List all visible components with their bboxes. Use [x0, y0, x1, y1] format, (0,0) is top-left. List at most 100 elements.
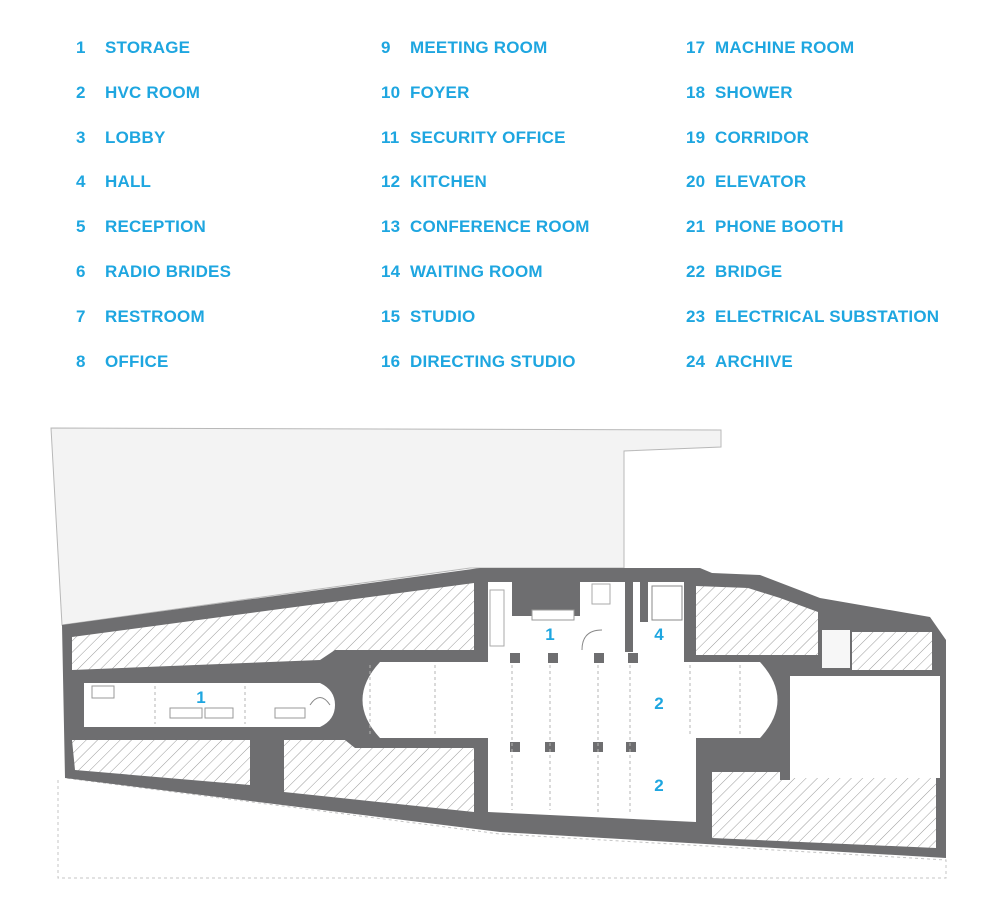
legend-label: STUDIO — [410, 306, 476, 326]
room-label-hvc-room: 2 — [654, 694, 664, 713]
legend-item: 8 OFFICE — [76, 352, 231, 397]
partition-wall — [474, 580, 486, 662]
hatched-mass — [852, 632, 932, 670]
legend-label: BRIDGE — [715, 261, 783, 281]
legend-number: 12 — [381, 172, 401, 192]
legend-number: 19 — [686, 127, 706, 147]
legend-number: 3 — [76, 127, 86, 147]
legend-item: 24 ARCHIVE — [686, 352, 939, 397]
legend-number: 23 — [686, 306, 706, 326]
legend-item: 17 MACHINE ROOM — [686, 38, 939, 83]
legend-number: 11 — [381, 127, 400, 147]
legend-label: MEETING ROOM — [410, 38, 548, 57]
legend-label: PHONE BOOTH — [715, 217, 844, 237]
door-swing — [581, 629, 603, 651]
legend-number: 5 — [76, 217, 86, 237]
legend-label: RADIO BRIDES — [105, 261, 232, 281]
room-label-hall: 4 — [654, 625, 664, 644]
legend-item: 2 HVC ROOM — [76, 83, 231, 128]
legend-label: LOBBY — [105, 127, 166, 147]
legend-label: ARCHIVE — [715, 351, 793, 371]
column — [593, 742, 603, 752]
legend-number: 18 — [686, 82, 706, 102]
legend-label: SECURITY OFFICE — [410, 127, 566, 147]
legend-number: 4 — [76, 172, 86, 192]
storage-corridor-floor — [84, 683, 335, 727]
fixture — [591, 583, 611, 605]
lower-hall-floor — [488, 738, 696, 822]
fixture — [531, 609, 575, 621]
bench — [204, 707, 234, 719]
legend-number: 2 — [76, 82, 86, 102]
partition-wall — [250, 727, 262, 782]
legend-item: 4 HALL — [76, 172, 231, 217]
legend-number: 16 — [381, 351, 401, 371]
partition-wall — [625, 582, 633, 652]
hatched-mass — [284, 740, 474, 812]
hatched-mass — [712, 772, 936, 848]
legend-label: ELECTRICAL SUBSTATION — [715, 306, 940, 326]
column — [510, 742, 520, 752]
legend-number: 10 — [381, 82, 401, 102]
legend-label: KITCHEN — [410, 172, 487, 192]
legend-number: 24 — [686, 351, 706, 371]
legend-label: MACHINE ROOM — [715, 38, 855, 57]
legend-item: 20 ELEVATOR — [686, 172, 939, 217]
partition-wall — [696, 738, 708, 824]
column — [545, 742, 555, 752]
column — [548, 653, 558, 663]
partition-wall — [780, 665, 790, 780]
column — [594, 653, 604, 663]
legend-item: 12 KITCHEN — [381, 172, 590, 217]
column — [510, 653, 520, 663]
legend-label: OFFICE — [105, 351, 169, 371]
legend-label: FOYER — [410, 82, 470, 102]
site-outline — [50, 427, 722, 626]
legend-label: HALL — [105, 172, 152, 192]
legend-item: 15 STUDIO — [381, 307, 590, 352]
legend-item: 21 PHONE BOOTH — [686, 217, 939, 262]
legend-number: 8 — [76, 351, 86, 371]
column — [628, 653, 638, 663]
legend-label: SHOWER — [715, 82, 793, 102]
legend-number: 21 — [686, 217, 706, 237]
legend-number: 1 — [76, 38, 86, 57]
legend-item: 23 ELECTRICAL SUBSTATION — [686, 307, 939, 352]
legend-item: 3 LOBBY — [76, 128, 231, 173]
room-label-storage-upper: 1 — [545, 625, 555, 644]
legend-item: 1 STORAGE — [76, 38, 231, 83]
hatched-mass — [72, 740, 250, 785]
legend-item: 22 BRIDGE — [686, 262, 939, 307]
partition-wall — [684, 580, 696, 662]
legend-label: ELEVATOR — [715, 172, 807, 192]
hall-floor — [362, 662, 778, 738]
legend-label: CONFERENCE ROOM — [410, 217, 590, 237]
legend-item: 10 FOYER — [381, 83, 590, 128]
legend-number: 15 — [381, 306, 401, 326]
elevator-shaft — [651, 585, 683, 621]
legend-number: 22 — [686, 261, 706, 281]
bench — [274, 707, 306, 719]
partition-wall — [640, 582, 648, 622]
legend-number: 17 — [686, 38, 706, 57]
legend-number: 9 — [381, 38, 391, 57]
legend-label: HVC ROOM — [105, 82, 201, 102]
legend-label: STORAGE — [105, 38, 191, 57]
column — [626, 742, 636, 752]
room-label-hvc-room-lower: 2 — [654, 776, 664, 795]
legend-number: 14 — [381, 261, 401, 281]
hatched-mass — [72, 583, 474, 670]
legend-number: 20 — [686, 172, 706, 192]
hatched-mass — [696, 586, 818, 655]
legend-item: 18 SHOWER — [686, 83, 939, 128]
